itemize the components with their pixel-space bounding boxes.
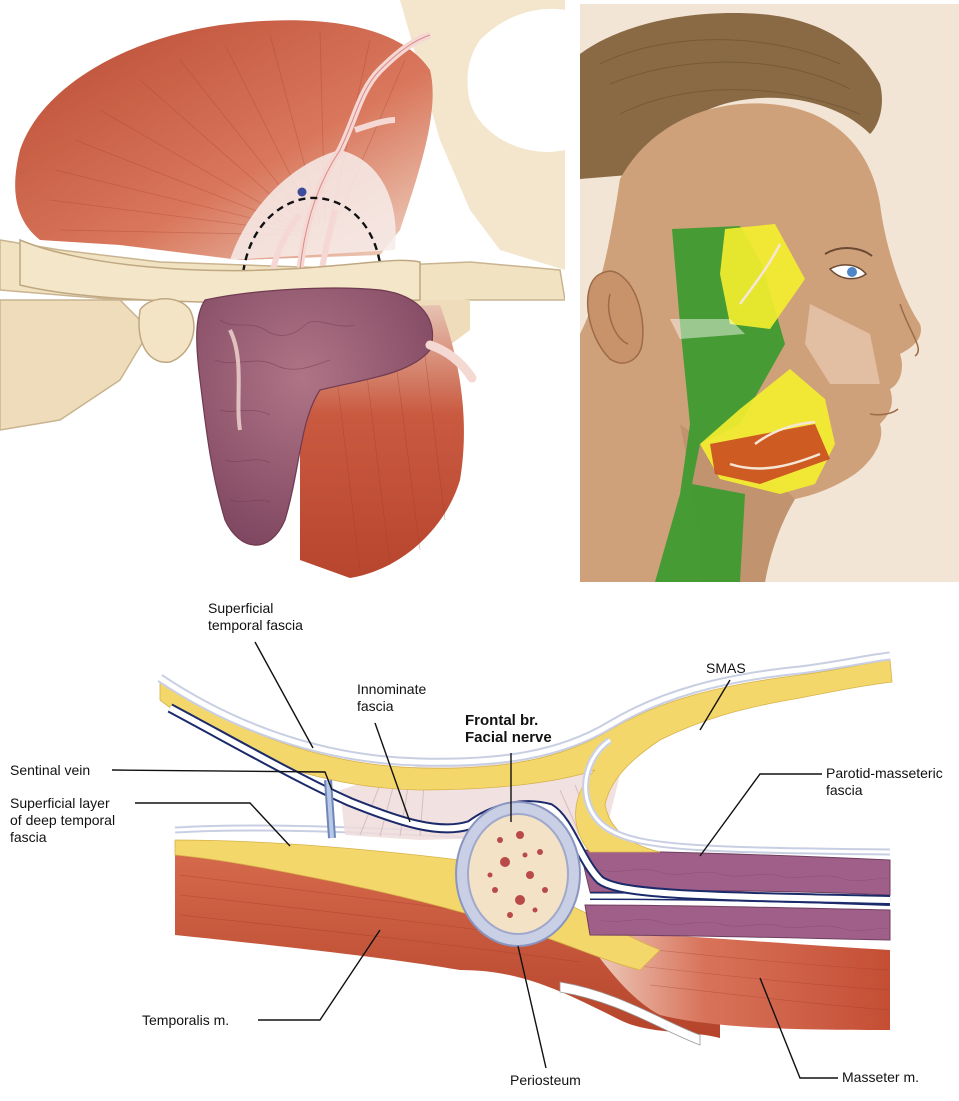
label-sentinal-vein: Sentinal vein (10, 762, 90, 779)
label-parotid-masseteric-fascia: Parotid-masseteric fascia (826, 765, 943, 799)
panel-cross-section: Superficial temporal fascia Innominate f… (0, 590, 959, 1101)
leader-parotid (700, 774, 822, 856)
label-temporalis: Temporalis m. (142, 1012, 229, 1029)
label-periosteum: Periosteum (510, 1072, 581, 1089)
label-frontal-branch: Frontal br. Facial nerve (465, 712, 552, 746)
label-innominate-fascia: Innominate fascia (357, 681, 426, 715)
dissection-illustration (0, 0, 565, 582)
panel-face-zones (580, 4, 959, 582)
face-zones-illustration (580, 4, 959, 582)
label-superficial-layer-deep-temporal: Superficial layer of deep temporal fasci… (10, 795, 115, 846)
label-superficial-temporal-fascia: Superficial temporal fascia (208, 600, 303, 634)
label-masseter: Masseter m. (842, 1069, 919, 1086)
label-smas: SMAS (706, 660, 746, 677)
panel-lateral-dissection (0, 0, 565, 582)
landmark-dot (298, 188, 307, 197)
